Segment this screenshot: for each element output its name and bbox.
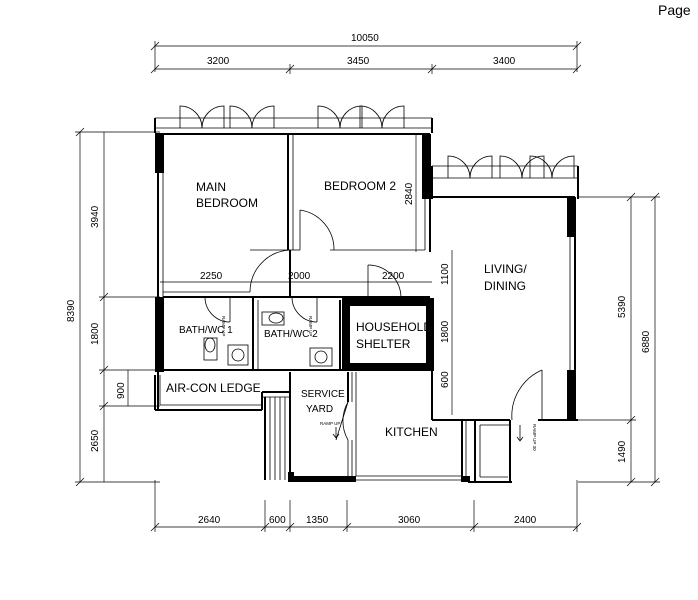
- ramp-label-entrance: RAMP UP 30: [532, 424, 537, 451]
- ramp-label-bath1: RAMP UP: [221, 316, 226, 336]
- dim-top-seg-1: 3200: [207, 56, 230, 67]
- left-dimensions: 8390 3940 1800 2650 900 2840: [66, 127, 417, 487]
- doors: [204, 209, 543, 441]
- dim-bottom-seg-3: 1350: [306, 515, 329, 526]
- dim-left-seg-3: 900: [116, 382, 127, 399]
- dim-bottom-seg-2: 600: [269, 515, 286, 526]
- dim-bottom-seg-1: 2640: [198, 515, 221, 526]
- dim-top-total: 10050: [351, 33, 379, 44]
- page-label: Page: [658, 2, 691, 18]
- dim-left-seg-4: 2650: [90, 429, 101, 452]
- label-aircon-ledge: AIR-CON LEDGE: [166, 381, 261, 395]
- window-arcs: [179, 105, 575, 179]
- label-service-yard-2: YARD: [306, 404, 333, 415]
- right-dimensions: 5390 1490 6880: [578, 192, 660, 487]
- label-main-bedroom-1: MAIN: [196, 180, 226, 194]
- dim-bottom-seg-5: 2400: [514, 515, 537, 526]
- label-living-2: DINING: [484, 279, 526, 293]
- room-labels: MAIN BEDROOM BEDROOM 2 LIVING/ DINING BA…: [166, 179, 527, 439]
- label-main-bedroom-2: BEDROOM: [196, 196, 258, 210]
- label-living-1: LIVING/: [484, 262, 527, 276]
- dim-inner-v-3: 600: [440, 371, 451, 388]
- label-kitchen: KITCHEN: [385, 425, 438, 439]
- dim-inner-v-1: 1100: [440, 263, 451, 285]
- dim-top-seg-2: 3450: [347, 56, 370, 67]
- dim-inner-h-2: 2000: [288, 271, 311, 282]
- walls: [154, 117, 579, 483]
- fixtures: [203, 311, 357, 476]
- top-dimensions: 10050 3200 3450 3400: [150, 33, 582, 74]
- dim-bottom-seg-4: 3060: [398, 515, 421, 526]
- ramps: RAMP UP RAMP UP RAMP UP RAMP UP 30: [221, 316, 537, 451]
- label-service-yard-1: SERVICE: [301, 389, 345, 400]
- label-bath-2: BATH/WC 2: [264, 329, 318, 340]
- label-bedroom-2: BEDROOM 2: [324, 179, 396, 193]
- dim-left-total: 8390: [66, 299, 77, 322]
- dim-bedroom2-height: 2840: [404, 182, 415, 205]
- dim-left-seg-2: 1800: [90, 322, 101, 345]
- dim-left-seg-1: 3940: [90, 205, 101, 228]
- label-shelter-1: HOUSEHOLD: [356, 320, 432, 334]
- bottom-dimensions: 2640 600 1350 3060 2400: [150, 480, 582, 532]
- ramp-label-bath2: RAMP UP: [308, 316, 313, 336]
- dim-right-seg-2: 1490: [617, 440, 628, 463]
- label-bath-1: BATH/WC 1: [179, 325, 233, 336]
- dim-inner-v-2: 1800: [440, 320, 451, 343]
- label-shelter-2: SHELTER: [356, 337, 411, 351]
- dim-top-seg-3: 3400: [493, 56, 516, 67]
- dim-right-total: 6880: [641, 330, 652, 353]
- dim-right-seg-1: 5390: [617, 295, 628, 318]
- dim-inner-h-1: 2250: [200, 271, 223, 282]
- ramp-label-yard: RAMP UP: [320, 421, 340, 426]
